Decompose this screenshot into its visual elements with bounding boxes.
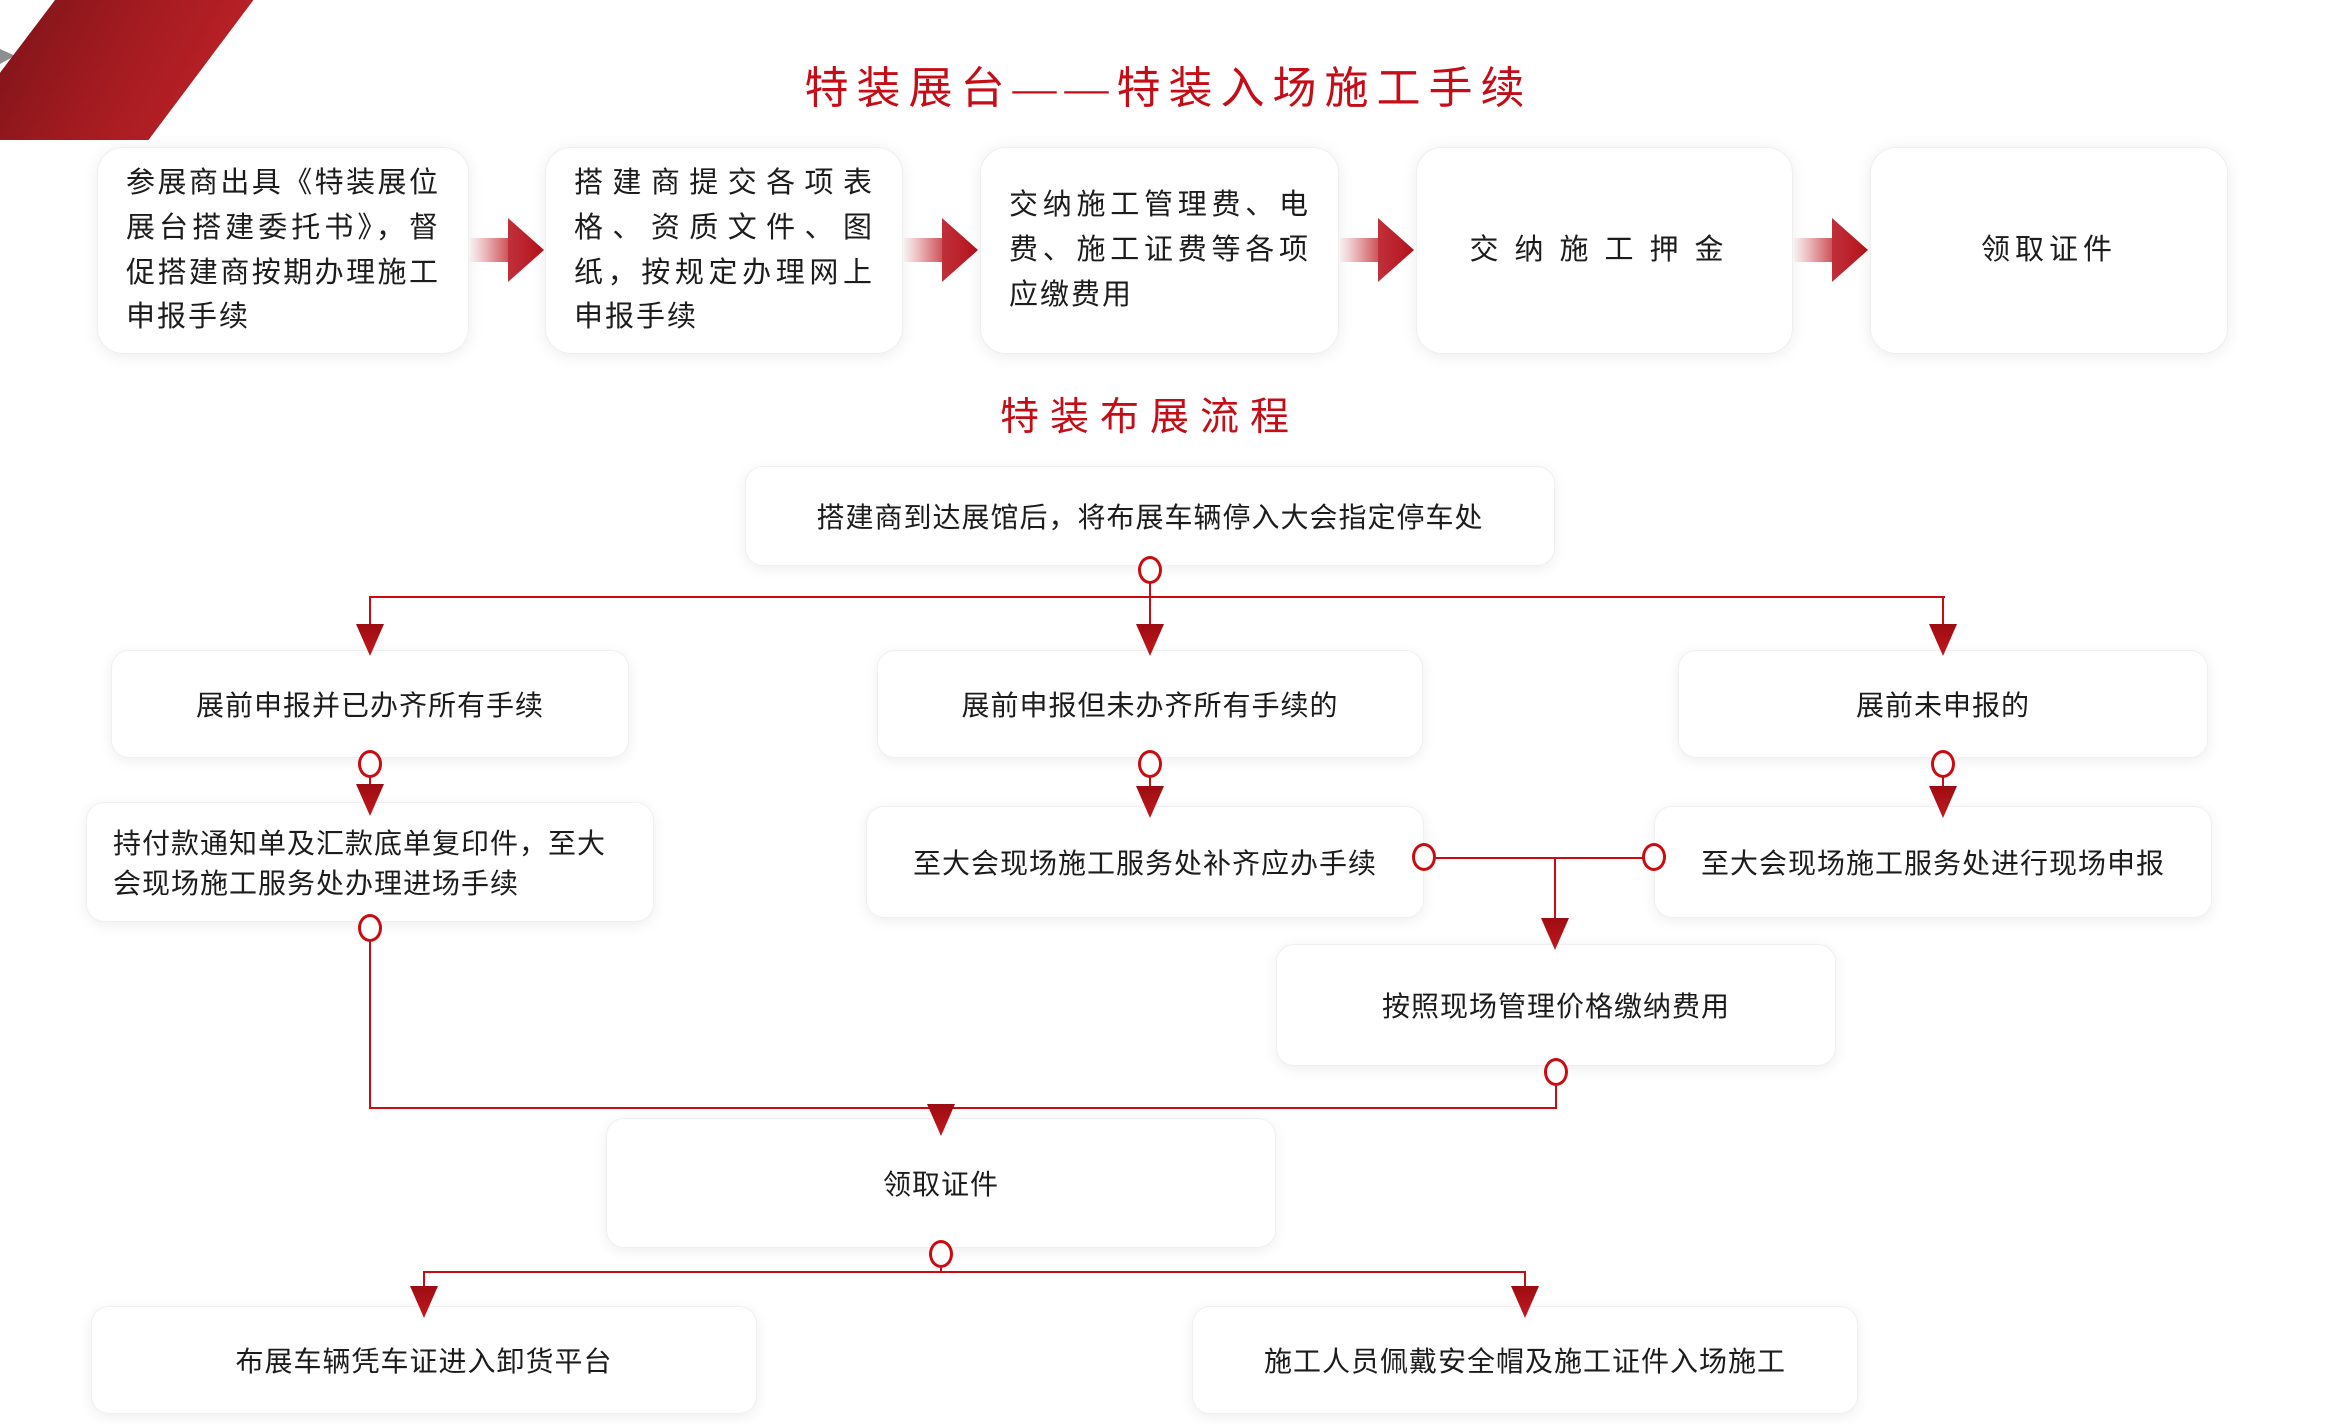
connector-line [1554, 858, 1556, 920]
flow-end-vehicle-box: 布展车辆凭车证进入卸货平台 [91, 1306, 757, 1414]
connector-circle-icon [1642, 843, 1666, 871]
connector-circle-icon [358, 914, 382, 942]
flow-node-label: 展前申报但未办齐所有手续的 [961, 690, 1339, 721]
connector-line [1149, 597, 1151, 627]
procedure-step-label: 交纳施工押金 [1469, 234, 1740, 267]
flow-node-label: 施工人员佩戴安全帽及施工证件入场施工 [1263, 1346, 1786, 1377]
section2-title: 特装布展流程 [999, 396, 1301, 439]
connector-line [1524, 1272, 1526, 1290]
arrow-right-icon [1794, 218, 1868, 282]
procedure-step-get-badge: 领取证件 [1870, 147, 2228, 354]
flow-get-badge-box: 领取证件 [606, 1118, 1276, 1248]
procedure-step-label: 领取证件 [1980, 234, 2117, 267]
flow-node-label: 按照现场管理价格缴纳费用 [1381, 991, 1730, 1022]
procedure-step-label: 参展商出具《特装展位展台搭建委托书》，督促搭建商按期办理施工申报手续 [126, 166, 440, 334]
connector-circle-icon [1544, 1058, 1568, 1086]
flow-branch-declared-done: 展前申报并已办齐所有手续 [111, 650, 629, 758]
connector-line [1436, 857, 1643, 859]
flow-end-worker-box: 施工人员佩戴安全帽及施工证件入场施工 [1192, 1306, 1858, 1414]
flow-node-label: 至大会现场施工服务处补齐应办手续 [912, 848, 1377, 879]
flow-node-label: 展前申报并已办齐所有手续 [195, 690, 544, 721]
connector-line [369, 942, 371, 1109]
connector-circle-icon [1138, 556, 1162, 584]
connector-circle-icon [929, 1240, 953, 1268]
flow-declared-done-next: 持付款通知单及汇款底单复印件，至大会现场施工服务处办理进场手续 [86, 802, 654, 922]
flow-branch-declared-incomplete: 展前申报但未办齐所有手续的 [877, 650, 1423, 758]
connector-line [369, 597, 371, 627]
flow-pay-onsite-box: 按照现场管理价格缴纳费用 [1276, 944, 1836, 1066]
section1-title: 特装展台——特装入场施工手续 [804, 64, 1533, 113]
connector-line [1942, 597, 1944, 627]
flow-branch-undeclared: 展前未申报的 [1678, 650, 2208, 758]
connector-line [369, 596, 1945, 598]
procedure-step-submit-forms: 搭建商提交各项表格、资质文件、图纸，按规定办理网上申报手续 [545, 147, 903, 354]
flow-node-label: 布展车辆凭车证进入卸货平台 [235, 1346, 613, 1377]
connector-line [1149, 583, 1151, 598]
flow-node-label: 持付款通知单及汇款底单复印件，至大会现场施工服务处办理进场手续 [113, 828, 607, 899]
flow-node-label: 领取证件 [882, 1169, 999, 1200]
procedure-step-pay-fees: 交纳施工管理费、电费、施工证费等各项应缴费用 [980, 147, 1339, 354]
arrow-right-icon [470, 218, 544, 282]
procedure-step-label: 交纳施工管理费、电费、施工证费等各项应缴费用 [1009, 189, 1310, 311]
connector-line [1942, 776, 1944, 792]
connector-circle-icon [1138, 750, 1162, 778]
connector-circle-icon [358, 750, 382, 778]
flow-node-label: 展前未申报的 [1855, 690, 2030, 721]
procedure-step-exhibitor-letter: 参展商出具《特装展位展台搭建委托书》，督促搭建商按期办理施工申报手续 [97, 147, 469, 354]
procedure-step-label: 搭建商提交各项表格、资质文件、图纸，按规定办理网上申报手续 [574, 166, 874, 334]
flow-start-box: 搭建商到达展馆后，将布展车辆停入大会指定停车处 [745, 466, 1555, 566]
arrow-right-icon [904, 218, 978, 282]
arrow-right-icon [1340, 218, 1414, 282]
connector-line [940, 1268, 942, 1273]
procedure-step-pay-deposit: 交纳施工押金 [1416, 147, 1793, 354]
connector-line [423, 1272, 425, 1290]
connector-circle-icon [1931, 750, 1955, 778]
flow-declared-incomplete-next: 至大会现场施工服务处补齐应办手续 [866, 806, 1424, 918]
flow-node-label: 至大会现场施工服务处进行现场申报 [1700, 848, 2165, 879]
flow-undeclared-next: 至大会现场施工服务处进行现场申报 [1654, 806, 2212, 918]
connector-line [369, 1107, 1557, 1109]
connector-line [423, 1271, 1526, 1273]
connector-circle-icon [1412, 843, 1436, 871]
connector-line [1555, 1086, 1557, 1108]
flow-node-label: 搭建商到达展馆后，将布展车辆停入大会指定停车处 [816, 502, 1484, 533]
connector-line [1149, 776, 1151, 792]
